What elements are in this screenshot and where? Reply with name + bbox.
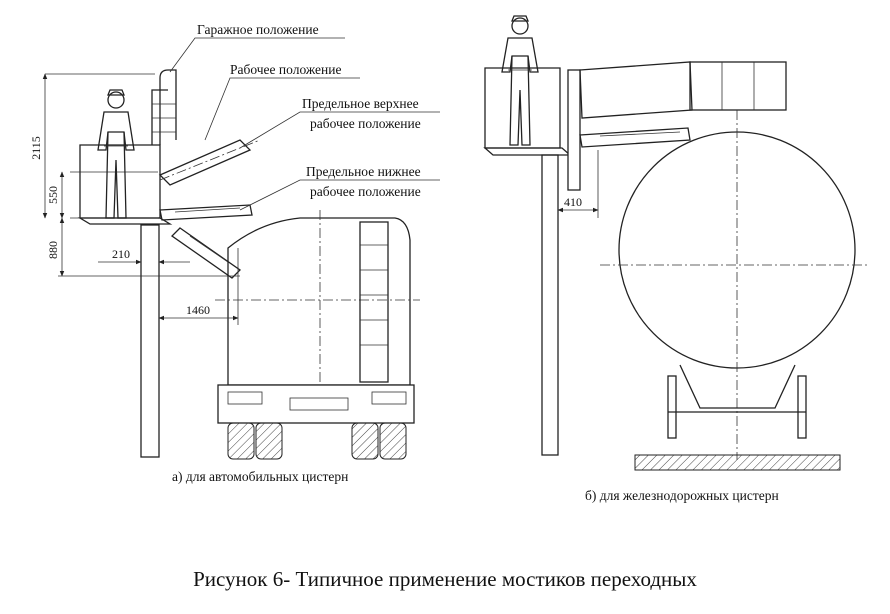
dim-880: 880 xyxy=(46,241,60,259)
dim-2115: 2115 xyxy=(29,136,43,160)
bridge-rail-raised xyxy=(567,61,787,191)
dim-210: 210 xyxy=(112,247,130,261)
callout-leaders-left xyxy=(169,37,440,211)
callout-lower-limit-line1: Предельное нижнее xyxy=(306,164,421,179)
dim-550: 550 xyxy=(46,186,60,204)
bridge-garage-position xyxy=(151,69,177,145)
rail-ground xyxy=(634,454,841,471)
dim-410: 410 xyxy=(564,195,582,209)
callout-upper-limit-line1: Предельное верхнее xyxy=(302,96,419,111)
road-tanker-drawing: Гаражное положение Рабочее положение Пре… xyxy=(29,22,440,484)
figure-caption: Рисунок 6- Типичное применение мостиков … xyxy=(193,567,697,591)
dimension-lines-right xyxy=(557,150,599,218)
subcaption-road-tankers: а) для автомобильных цистерн xyxy=(172,469,348,484)
rail-tank-body xyxy=(600,110,870,460)
loading-platform-right xyxy=(483,67,572,456)
callout-garage-position: Гаражное положение xyxy=(197,22,319,37)
road-tanker xyxy=(215,210,420,460)
rail-tanker-drawing: 410 б) для железнодорожных цистерн xyxy=(483,15,870,503)
callout-lower-limit-line2: рабочее положение xyxy=(310,184,421,199)
worker-figure-right xyxy=(501,15,539,146)
callout-upper-limit-line2: рабочее положение xyxy=(310,116,421,131)
tanker-wheels xyxy=(227,422,407,460)
dim-1460: 1460 xyxy=(186,303,210,317)
loading-platform-left xyxy=(70,144,173,458)
dimension-lines-left xyxy=(42,73,240,325)
callout-working-position: Рабочее положение xyxy=(230,62,341,77)
bridge-working-positions xyxy=(158,139,261,279)
worker-figure-left xyxy=(97,89,135,219)
tanker-ladder xyxy=(359,221,389,383)
subcaption-rail-tankers: б) для железнодорожных цистерн xyxy=(585,488,779,503)
